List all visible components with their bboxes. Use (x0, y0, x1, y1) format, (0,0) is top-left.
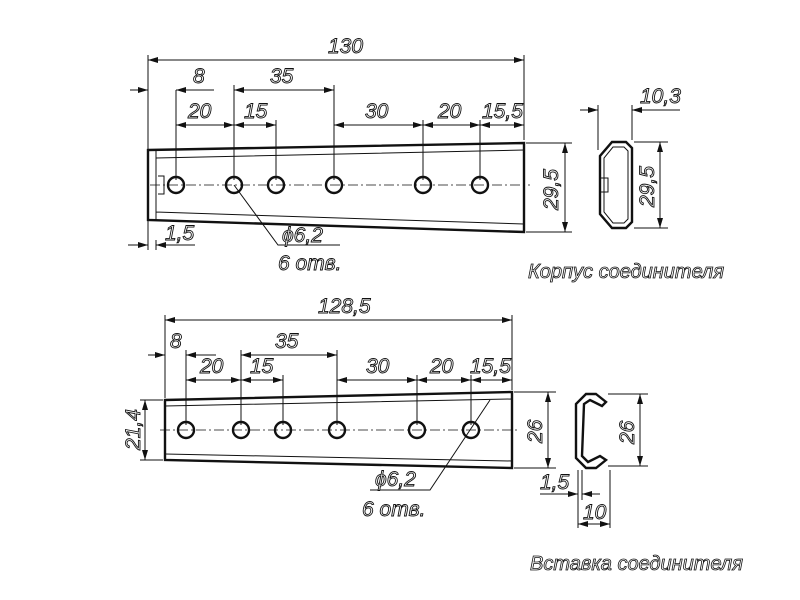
dim-profile-width: 10 (583, 501, 607, 524)
dim-20b: 20 (437, 100, 462, 123)
dim-20a: 20 (199, 355, 224, 378)
connector-insert-profile: 26 1,5 10 (540, 392, 648, 528)
dim-15-5: 15,5 (470, 355, 511, 378)
dim-15-5: 15,5 (482, 100, 523, 123)
dim-8: 8 (170, 330, 182, 353)
dim-height: 29,5 (540, 169, 563, 211)
dim-height: 26 (524, 419, 547, 444)
hole-count: 6 отв. (362, 498, 425, 521)
dim-15: 15 (250, 355, 274, 378)
hole-diameter: ϕ6,2 (375, 468, 416, 491)
connector-insert-view: 128,5 8 35 20 15 30 20 15,5 21,4 26 ϕ6,2… (122, 295, 556, 521)
dim-35: 35 (270, 65, 294, 88)
connector-body-profile: 10,3 29,5 (580, 85, 682, 230)
dim-35: 35 (275, 330, 299, 353)
dim-15: 15 (244, 100, 268, 123)
caption-connector-insert: Вставка соединителя (530, 553, 743, 575)
dim-128-5: 128,5 (318, 295, 371, 318)
dim-profile-width: 10,3 (640, 85, 681, 108)
dim-30: 30 (366, 355, 390, 378)
caption-connector-body: Корпус соединителя (528, 261, 724, 283)
dim-left-height: 21,4 (122, 409, 145, 451)
dim-130: 130 (328, 35, 363, 58)
dim-wall: 1,5 (540, 471, 570, 494)
dim-20a: 20 (187, 100, 212, 123)
connector-body-view: 130 8 35 20 15 30 20 15,5 29,5 1,5 ϕ6,2 … (128, 35, 572, 275)
dim-8: 8 (193, 65, 205, 88)
dim-wall: 1,5 (165, 222, 195, 245)
hole-count: 6 отв. (278, 252, 341, 275)
dim-20b: 20 (429, 355, 454, 378)
dim-profile-height: 26 (616, 420, 639, 445)
dim-30: 30 (365, 100, 389, 123)
dim-profile-height: 29,5 (636, 166, 659, 208)
hole-diameter: ϕ6,2 (282, 224, 323, 247)
